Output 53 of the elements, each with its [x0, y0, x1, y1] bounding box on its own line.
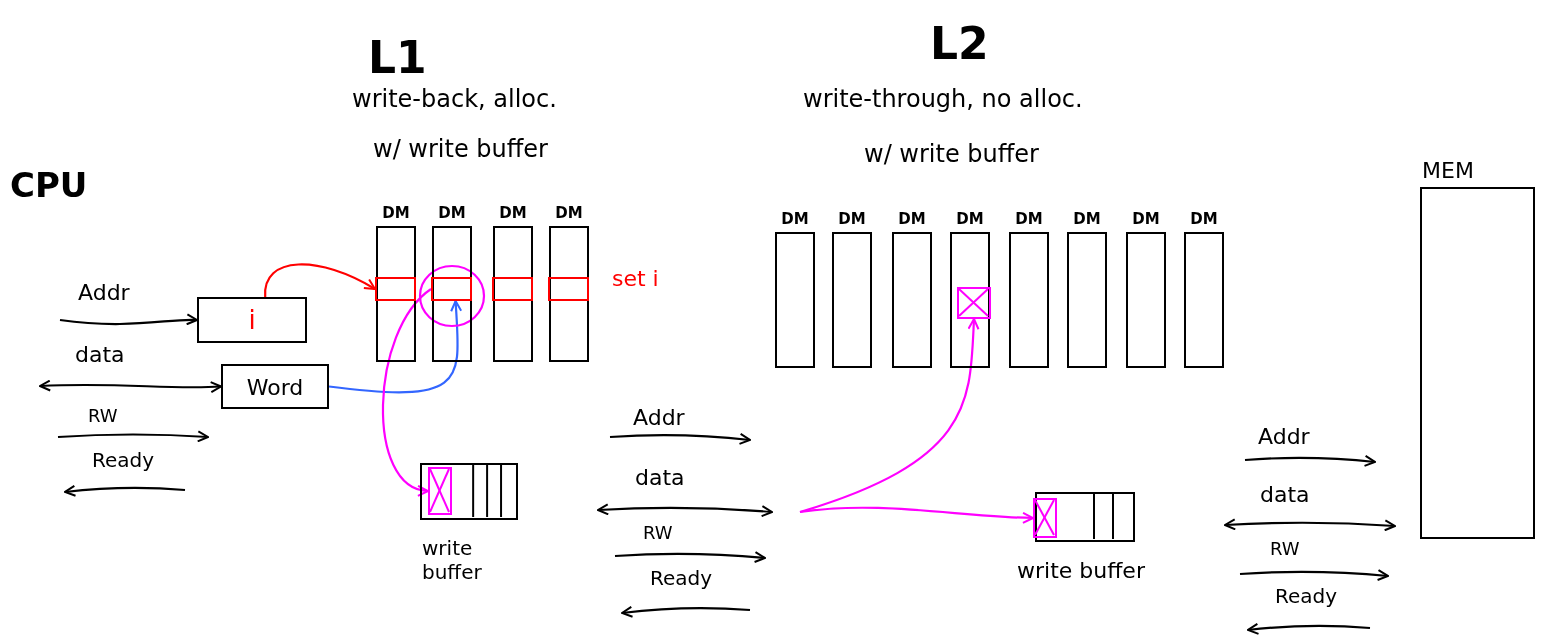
signal-label: data	[635, 465, 685, 490]
signal-label: Addr	[633, 405, 685, 430]
signal-label: Ready	[650, 566, 713, 590]
arrow	[799, 506, 1034, 524]
signal-label: RW	[643, 522, 673, 543]
column-heading: DM	[382, 204, 410, 222]
arrow	[381, 288, 432, 495]
column-heading: DM	[1073, 210, 1101, 228]
column-heading: DM	[1190, 210, 1218, 228]
register-box	[197, 297, 307, 343]
set-label: set i	[612, 266, 659, 291]
cache-set-slot	[375, 277, 416, 301]
column-heading: DM	[1132, 210, 1160, 228]
column-heading: DM	[555, 204, 583, 222]
column-heading: DM	[499, 204, 527, 222]
column-heading: DM	[781, 210, 809, 228]
cache-set-slot	[431, 277, 472, 301]
memory-heading: MEM	[1422, 158, 1474, 183]
arrow	[799, 318, 980, 514]
arrow	[328, 300, 463, 394]
column-heading: DM	[898, 210, 926, 228]
column-heading: DM	[1015, 210, 1043, 228]
cache-level-title: L2	[930, 18, 989, 69]
buffer-caption: write buffer	[1017, 558, 1145, 583]
signal-label: Ready	[92, 448, 155, 472]
cache-level-title: L1	[368, 32, 427, 83]
column-heading: DM	[438, 204, 466, 222]
signal-label: RW	[88, 405, 118, 426]
buffer-entry	[1033, 498, 1057, 538]
policy-note: write-back, alloc.	[352, 85, 557, 113]
signal-label: Addr	[1258, 424, 1310, 449]
buffer-caption: write buffer	[422, 536, 483, 584]
cache-block-slot	[957, 287, 991, 319]
cache-set-slot	[548, 277, 589, 301]
signal-label: Ready	[1275, 584, 1338, 608]
signal-label: data	[1260, 482, 1310, 507]
policy-note: write-through, no alloc.	[803, 85, 1083, 113]
policy-note: w/ write buffer	[864, 140, 1039, 168]
buffer-entry	[428, 467, 452, 515]
column-heading: DM	[838, 210, 866, 228]
cpu-label: CPU	[10, 165, 88, 205]
policy-note: w/ write buffer	[373, 135, 548, 163]
signal-label: RW	[1270, 538, 1300, 559]
arrow	[59, 313, 198, 326]
cache-set-slot	[492, 277, 533, 301]
edge-label: Addr	[78, 280, 130, 305]
register-box	[221, 364, 329, 409]
arrow	[264, 263, 376, 298]
register-label: i	[248, 305, 256, 335]
column-heading: DM	[956, 210, 984, 228]
arrow	[39, 379, 222, 393]
edge-label: data	[75, 342, 125, 367]
register-label: Word	[246, 374, 304, 399]
